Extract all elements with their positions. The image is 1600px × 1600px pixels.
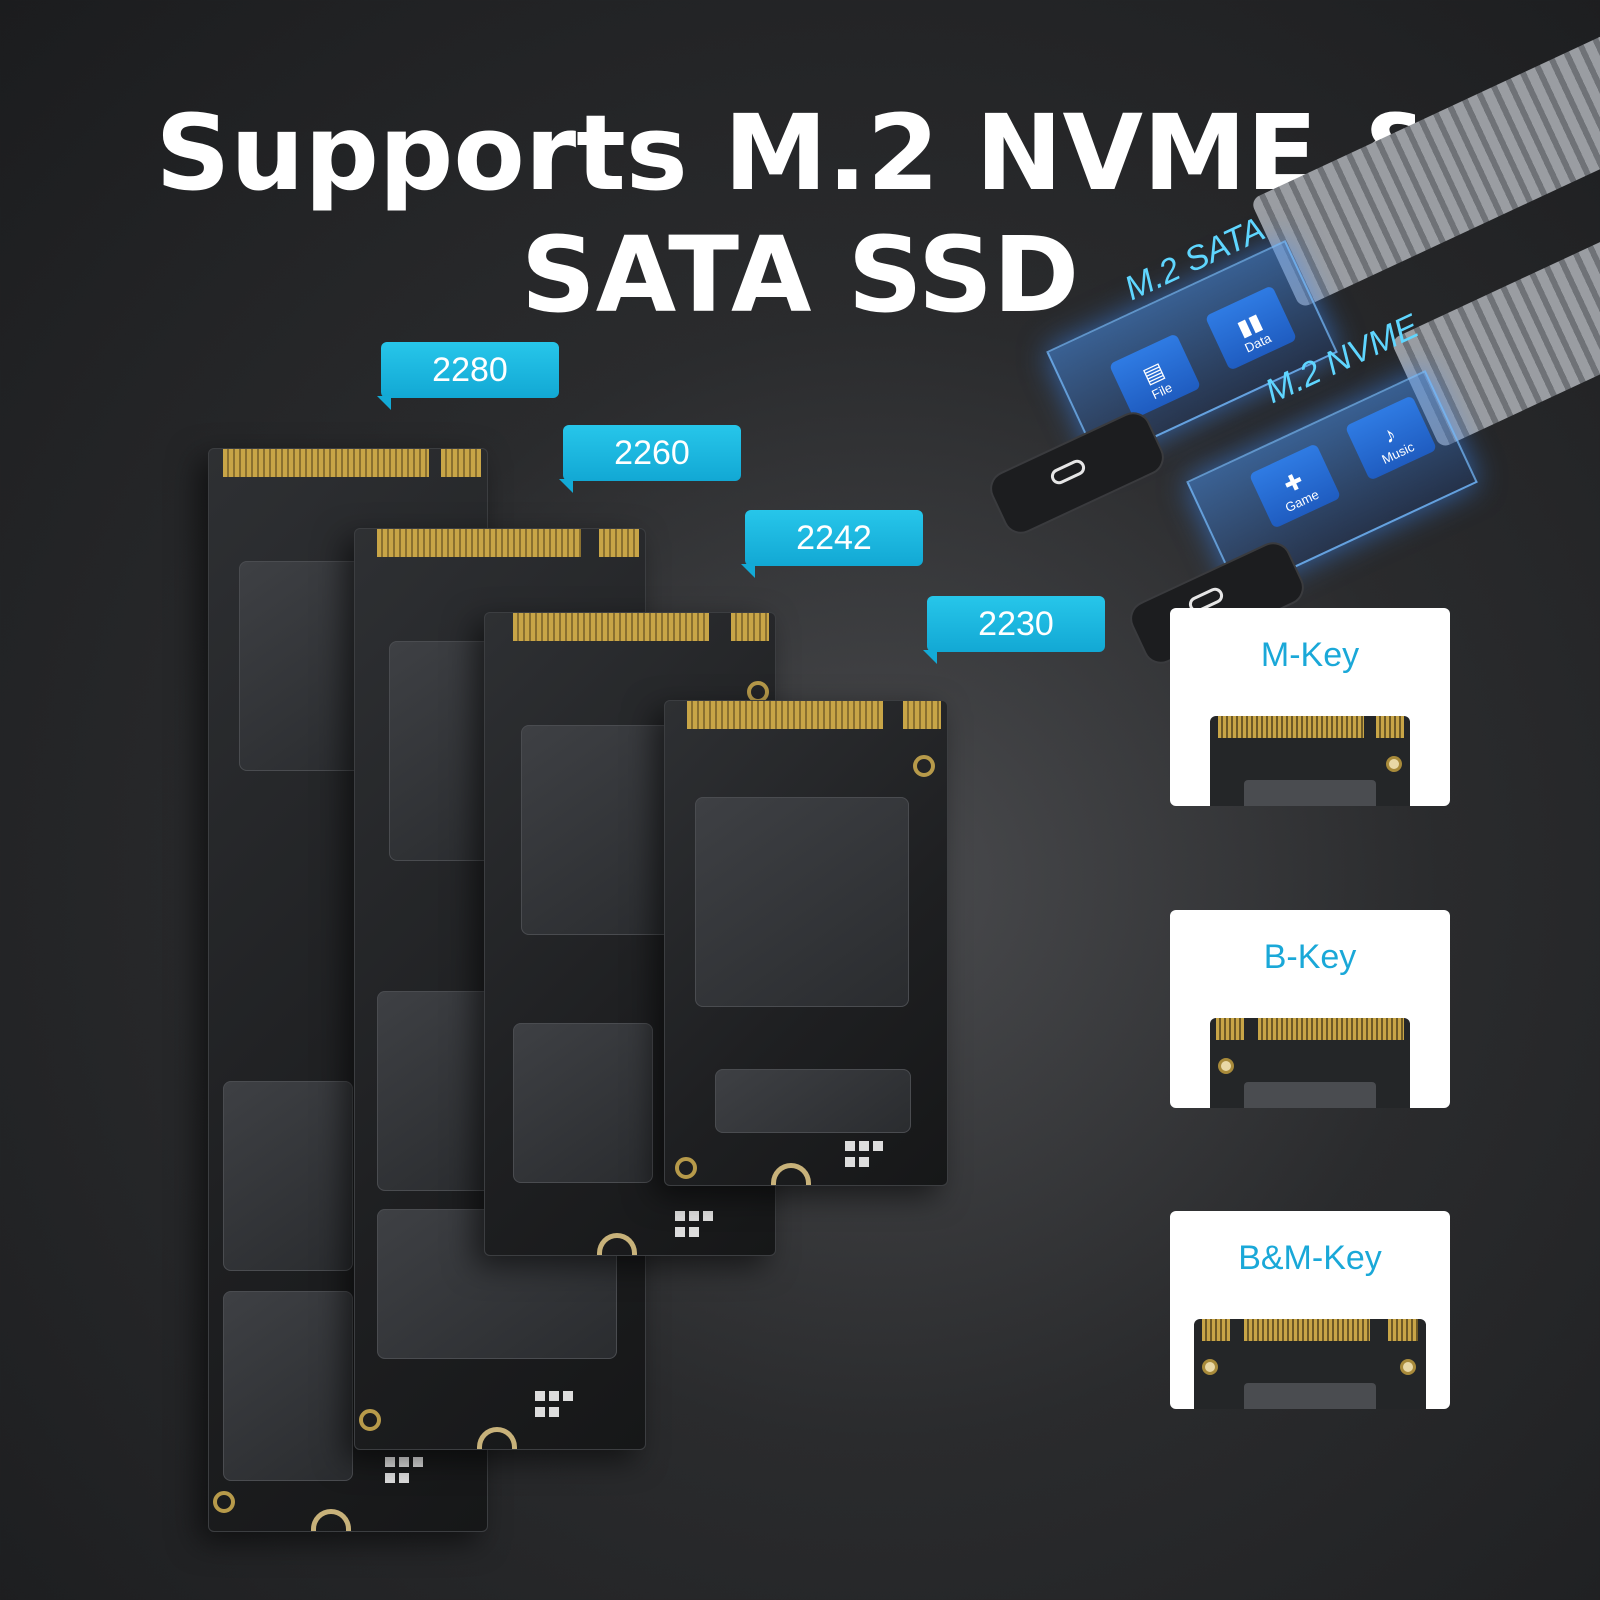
memory-chip [1244, 1082, 1376, 1108]
memory-chip [1244, 780, 1376, 806]
test-pads [675, 1211, 685, 1221]
screw-hole [1202, 1359, 1218, 1375]
screw-hole [213, 1491, 235, 1513]
memory-chip [223, 1081, 353, 1271]
memory-chip [715, 1069, 911, 1133]
screw-hole [675, 1157, 697, 1179]
memory-chip [513, 1023, 653, 1183]
memory-chip [377, 991, 497, 1191]
gold-contacts [903, 701, 941, 729]
key-card-b: B-Key [1170, 910, 1450, 1108]
gold-contacts [223, 449, 429, 477]
gold-contacts [1376, 716, 1404, 738]
screw-hole [913, 755, 935, 777]
bm-key-connector [1194, 1319, 1426, 1409]
test-pads [535, 1391, 545, 1401]
screw-hole [1218, 1058, 1234, 1074]
ssd-2230-board [664, 700, 948, 1186]
aluminum-shell [1250, 5, 1600, 309]
memory-chip [223, 1291, 353, 1481]
gold-contacts [513, 613, 709, 641]
gold-contacts [1388, 1319, 1418, 1341]
gold-contacts [1216, 1018, 1244, 1040]
screw-hole [359, 1409, 381, 1431]
memory-chip [521, 725, 681, 935]
gold-contacts [1258, 1018, 1404, 1040]
mount-notch [477, 1427, 517, 1449]
gold-contacts [1218, 716, 1364, 738]
headline: Supports M.2 NVME & SATA SSD [155, 92, 1445, 336]
gold-contacts [687, 701, 883, 729]
key-title-bm: B&M-Key [1238, 1239, 1382, 1277]
b-key-connector [1210, 1018, 1410, 1108]
memory-chip [1244, 1383, 1376, 1409]
memory-chip [239, 561, 369, 771]
screw-hole [1386, 756, 1402, 772]
gold-contacts [441, 449, 481, 477]
size-tag-2280: 2280 [377, 342, 559, 410]
test-pads [845, 1141, 855, 1151]
key-title-b: B-Key [1263, 938, 1357, 976]
m-key-connector [1210, 716, 1410, 806]
key-card-m: M-Key [1170, 608, 1450, 806]
size-tag-2242: 2242 [741, 510, 923, 578]
key-title-m: M-Key [1260, 636, 1360, 674]
mount-notch [771, 1163, 811, 1185]
key-card-bm: B&M-Key [1170, 1211, 1450, 1409]
ssd-enclosure: M.2 SATA M.2 NVME ▤ File ▮▮ Data ✚ Game … [984, 5, 1600, 670]
test-pads [385, 1457, 395, 1467]
controller-chip [695, 797, 909, 1007]
screw-hole [1400, 1359, 1416, 1375]
gold-contacts [731, 613, 769, 641]
gold-contacts [599, 529, 639, 557]
gold-contacts [1244, 1319, 1370, 1341]
size-tag-2260: 2260 [559, 425, 741, 493]
mount-notch [311, 1509, 351, 1531]
gold-contacts [377, 529, 581, 557]
size-tag-2230: 2230 [923, 596, 1105, 664]
gold-contacts [1202, 1319, 1230, 1341]
mount-notch [597, 1233, 637, 1255]
